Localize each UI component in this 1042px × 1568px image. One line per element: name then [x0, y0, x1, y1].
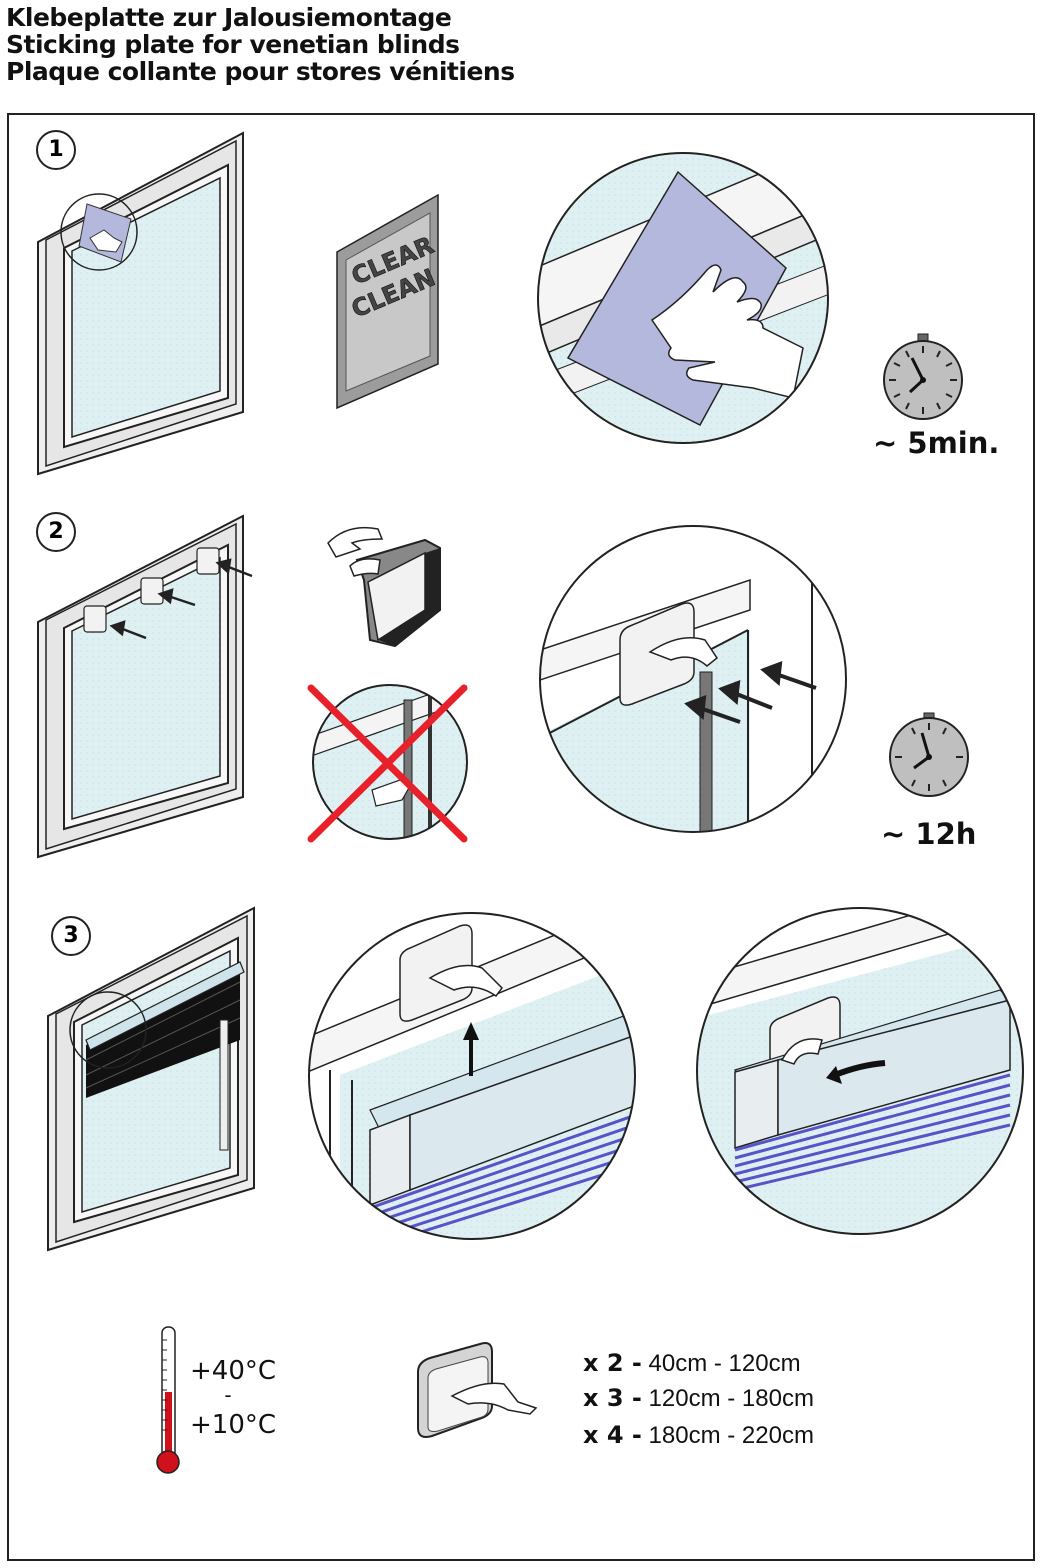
- quantity-row: x 3 - 120cm - 180cm: [583, 1384, 814, 1413]
- step1-window: [37, 131, 244, 476]
- step-number-2: 2: [36, 512, 76, 552]
- wrong-cross-icon: [307, 684, 468, 843]
- title-english: Sticking plate for venetian blinds: [6, 30, 460, 59]
- quantity-row: x 4 - 180cm - 220cm: [583, 1421, 814, 1450]
- temperature-separator: -: [224, 1383, 232, 1407]
- instruction-panel: [7, 113, 1035, 1561]
- stopwatch-icon-12h: [889, 712, 969, 797]
- step-number-3: 3: [51, 916, 91, 956]
- thermometer-icon: [156, 1326, 180, 1474]
- step3-detail-lock: [696, 907, 1024, 1235]
- step3-window-with-blind: [47, 906, 255, 1252]
- quantity-count: x 4 -: [583, 1421, 642, 1449]
- title-block: Klebeplatte zur Jalousiemontage Sticking…: [6, 4, 515, 85]
- step2-window: [37, 514, 253, 859]
- title-french: Plaque collante pour stores vénitiens: [6, 57, 515, 86]
- quantity-range: 120cm - 180cm: [648, 1385, 814, 1412]
- timer-label-5min: ~ 5min.: [873, 426, 1000, 460]
- timer-label-12h: ~ 12h: [881, 817, 977, 851]
- step3-detail-lift: [308, 912, 636, 1240]
- quantity-count: x 3 -: [583, 1384, 642, 1412]
- title-german: Klebeplatte zur Jalousiemontage: [6, 3, 452, 32]
- step1-detail-circle: [537, 152, 829, 444]
- quantity-range: 40cm - 120cm: [648, 1350, 801, 1377]
- step2-sticking-plate: [327, 526, 441, 648]
- step2-wrong-placement: [307, 684, 468, 843]
- step1-clean-wipe-packet: CLEAR CLEAN: [336, 193, 440, 410]
- step2-detail-circle: [539, 525, 847, 833]
- quantity-count: x 2 -: [583, 1349, 642, 1377]
- sticking-plate-icon: [417, 1342, 538, 1438]
- quantity-range: 180cm - 220cm: [648, 1422, 814, 1449]
- step-number-1: 1: [36, 130, 76, 170]
- temperature-max: +40°C: [190, 1356, 277, 1386]
- quantity-row: x 2 - 40cm - 120cm: [583, 1349, 801, 1378]
- stopwatch-icon: [883, 333, 963, 420]
- temperature-min: +10°C: [190, 1410, 277, 1440]
